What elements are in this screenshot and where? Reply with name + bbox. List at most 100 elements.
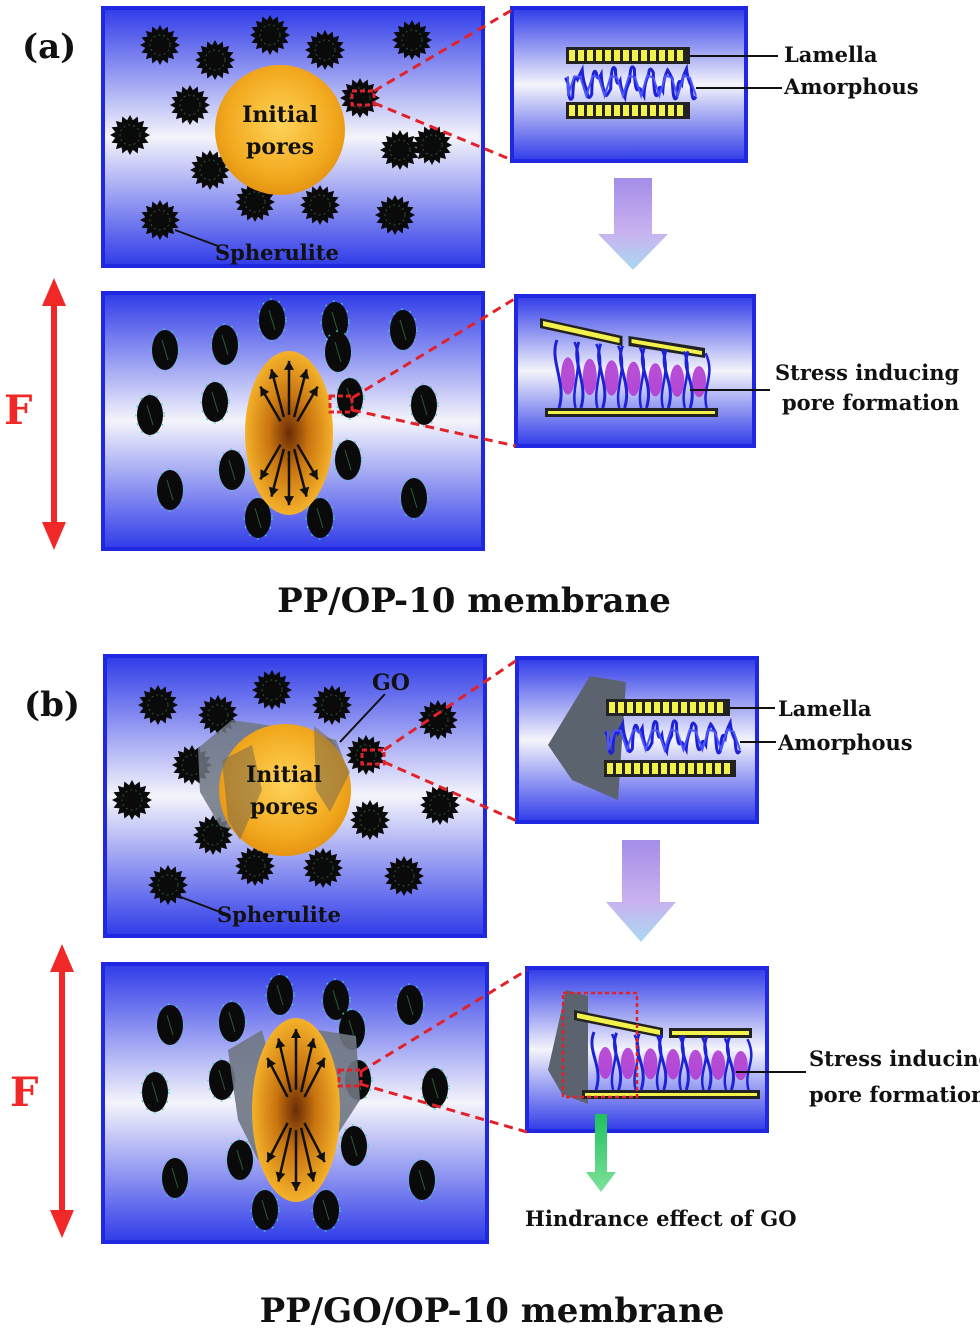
bottom-lamella bbox=[545, 408, 718, 417]
stretch-arrow-icon bbox=[275, 1127, 293, 1182]
spherulite-icon bbox=[190, 150, 230, 190]
spherulite-icon bbox=[155, 1003, 185, 1047]
spherulite-icon bbox=[335, 376, 365, 420]
stretch-arrow-icon bbox=[275, 1038, 293, 1093]
a-initial-pores-label-1: Initial bbox=[242, 102, 318, 128]
spherulite-icon bbox=[375, 195, 415, 235]
a-force-arrow-icon bbox=[42, 278, 66, 550]
b-initial-pores-label-1: Initial bbox=[246, 762, 322, 788]
a-initial-pore bbox=[215, 65, 345, 195]
stretch-arrow-icon bbox=[296, 385, 319, 423]
stretch-arrow-icon bbox=[303, 1057, 326, 1098]
b-force-arrow-icon bbox=[50, 944, 74, 1238]
spherulite-icon bbox=[250, 1188, 280, 1232]
a-stretch-arrows bbox=[259, 360, 319, 506]
spherulite-icon bbox=[252, 670, 292, 710]
stretch-arrow-icon bbox=[303, 1122, 326, 1163]
a-stress-label-1: Stress inducing bbox=[775, 360, 959, 385]
b-hindrance-box bbox=[561, 991, 639, 1099]
b-go-pointer bbox=[339, 693, 386, 743]
b-go-overlay bbox=[222, 726, 350, 840]
a-initial-spherulites bbox=[110, 15, 452, 240]
spherulite-icon bbox=[225, 1138, 255, 1182]
spherulite-icon bbox=[388, 308, 418, 352]
spherulite-icon bbox=[112, 780, 152, 820]
stretch-arrow-icon bbox=[284, 360, 294, 415]
a-amorphous-chains bbox=[564, 63, 698, 103]
stretch-arrow-icon bbox=[259, 443, 282, 481]
b-stress-label-1: Stress inducing bbox=[809, 1046, 980, 1071]
a-stretched-spherulites bbox=[135, 298, 439, 540]
a-force-label: F bbox=[4, 387, 32, 434]
b-process-arrow-icon bbox=[606, 840, 676, 942]
a-guide-upper-2 bbox=[351, 296, 517, 400]
spherulite-icon bbox=[339, 1124, 369, 1168]
spherulite-icon bbox=[392, 20, 432, 60]
a-void-structure bbox=[540, 318, 718, 417]
panel-a: (a) Initial pores Spherulite Lamella Amo… bbox=[4, 6, 959, 621]
spherulite-icon bbox=[311, 1188, 341, 1232]
spherulite-icon bbox=[257, 298, 287, 342]
tilted-lamella bbox=[574, 1010, 752, 1038]
spherulite-icon bbox=[243, 496, 273, 540]
b-go-label: GO bbox=[372, 670, 410, 696]
spherulite-icon bbox=[384, 856, 424, 896]
spherulite-icon bbox=[200, 380, 230, 424]
b-spherulite-pointer bbox=[177, 895, 221, 913]
b-hindrance-label: Hindrance effect of GO bbox=[525, 1206, 797, 1231]
a-spherulite-pointer bbox=[174, 229, 219, 247]
spherulite-icon bbox=[110, 115, 150, 155]
b-hindrance-arrow-icon bbox=[586, 1114, 616, 1192]
stretch-arrow-icon bbox=[259, 385, 282, 423]
a-guide-lower-2 bbox=[351, 408, 517, 448]
stretch-arrow-icon bbox=[299, 1127, 317, 1182]
b-stretched-zoom-marker bbox=[337, 1068, 363, 1088]
spherulite-icon bbox=[412, 125, 452, 165]
stretch-arrow-icon bbox=[291, 1029, 301, 1090]
a-lamella-bottom bbox=[566, 102, 690, 119]
a-lamella-label: Lamella bbox=[784, 42, 878, 67]
b-spherulite-label: Spherulite bbox=[217, 902, 341, 927]
spherulite-icon bbox=[409, 383, 439, 427]
b-stretch-arrows bbox=[266, 1029, 326, 1191]
b-force-label: F bbox=[10, 1069, 38, 1116]
spherulite-icon bbox=[155, 468, 185, 512]
b-stress-label-2: pore formation bbox=[809, 1082, 980, 1107]
b-amorphous-chains bbox=[604, 717, 742, 757]
a-lamella-top bbox=[566, 47, 690, 64]
spherulite-icon bbox=[217, 1000, 247, 1044]
spherulite-icon bbox=[303, 848, 343, 888]
a-stress-label-2: pore formation bbox=[782, 390, 959, 415]
spherulite-icon bbox=[217, 448, 247, 492]
a-guide-upper bbox=[373, 8, 513, 93]
stretch-arrow-icon bbox=[291, 1130, 301, 1191]
b-initial-pores-label-2: pores bbox=[250, 794, 318, 820]
spherulite-icon bbox=[346, 735, 386, 775]
b-lamella-label: Lamella bbox=[778, 696, 872, 721]
bottom-lamella bbox=[582, 1090, 760, 1099]
spherulite-icon bbox=[420, 785, 460, 825]
panel-b-tag: (b) bbox=[24, 685, 80, 725]
b-guide-upper bbox=[383, 658, 518, 752]
b-zoom-marker bbox=[360, 748, 386, 766]
b-guide-upper-2 bbox=[359, 968, 528, 1074]
spherulite-icon bbox=[140, 200, 180, 240]
spherulite-icon bbox=[195, 40, 235, 80]
a-caption: PP/OP-10 membrane bbox=[277, 581, 671, 621]
a-amorphous-label: Amorphous bbox=[783, 74, 919, 99]
spherulite-icon bbox=[420, 1066, 450, 1110]
spherulite-icon bbox=[300, 185, 340, 225]
stretch-arrow-icon bbox=[292, 448, 310, 498]
stretch-arrow-icon bbox=[284, 451, 294, 506]
spherulite-icon bbox=[340, 78, 380, 118]
b-caption: PP/GO/OP-10 membrane bbox=[260, 1291, 725, 1328]
spherulite-icon bbox=[140, 1070, 170, 1114]
b-guide-lower bbox=[383, 760, 518, 823]
panel-b: (b) Initial pores GO Spherulite Lamella … bbox=[10, 654, 980, 1328]
a-spherulite-label: Spherulite bbox=[215, 240, 339, 265]
a-initial-pores-label-2: pores bbox=[246, 134, 314, 160]
spherulite-icon bbox=[140, 25, 180, 65]
spherulite-icon bbox=[148, 865, 188, 905]
panel-a-tag: (a) bbox=[22, 27, 76, 67]
